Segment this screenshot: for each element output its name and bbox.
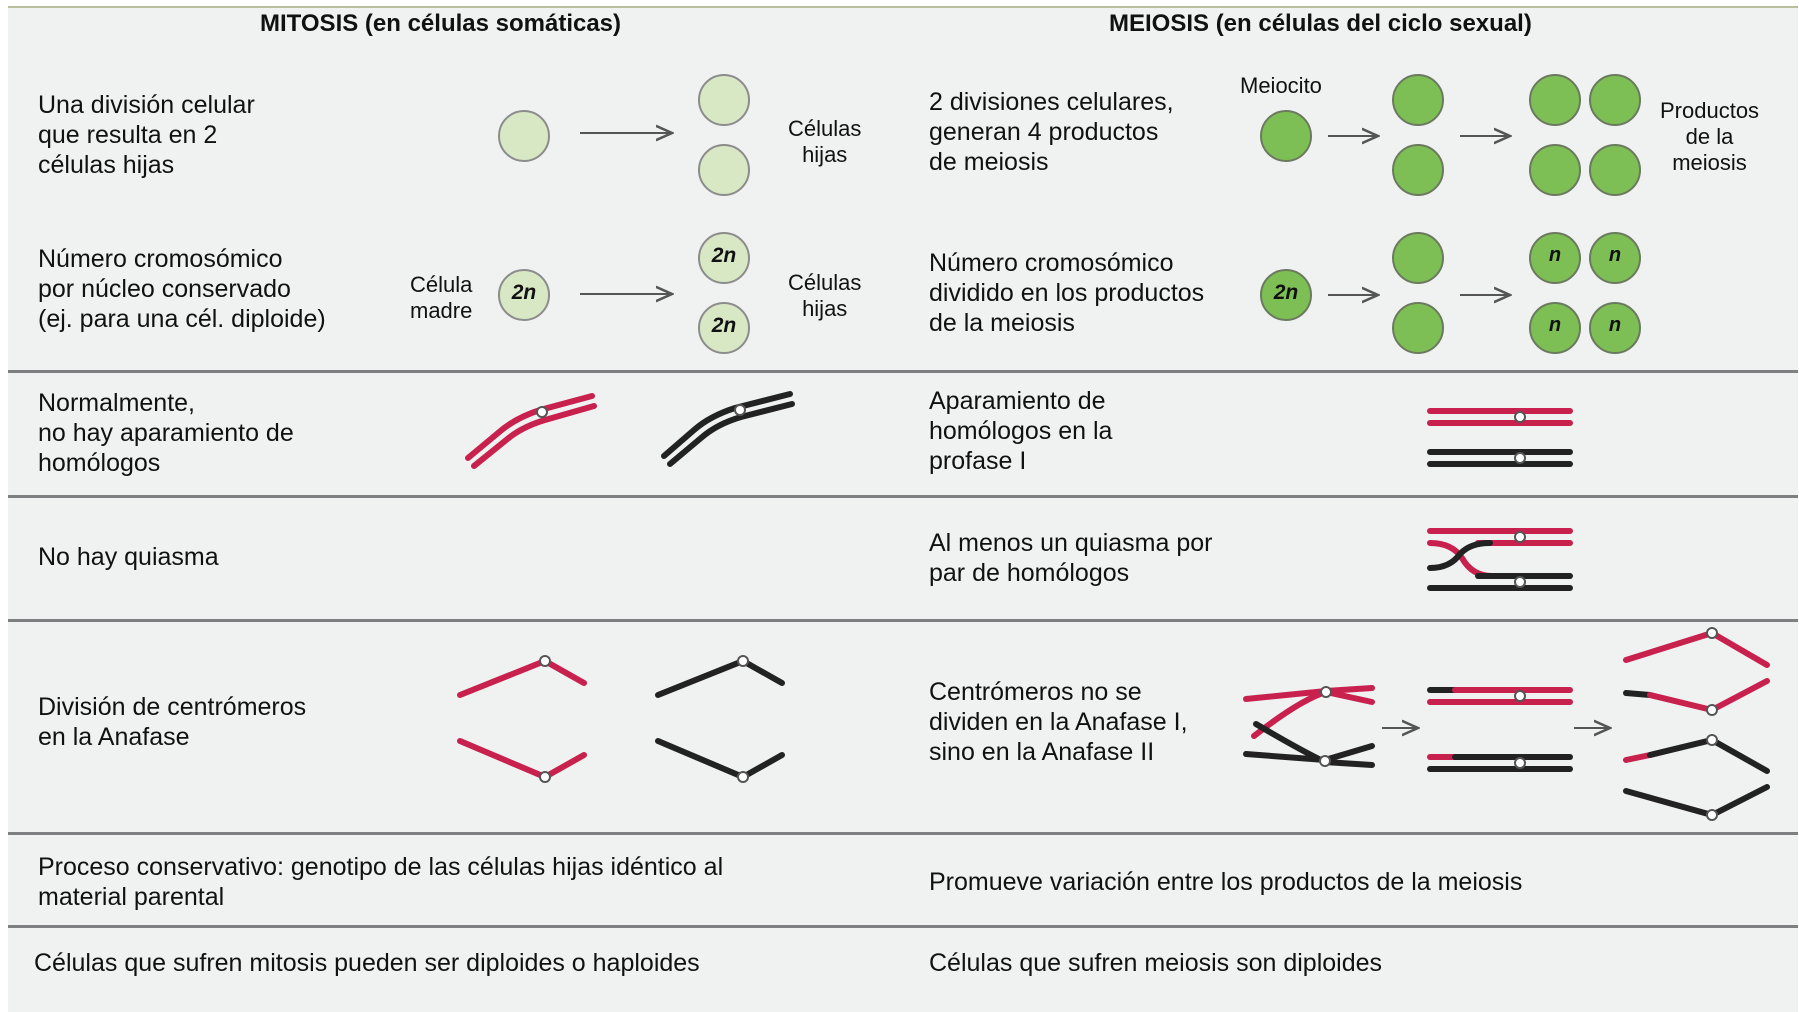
row-divider: [8, 495, 1798, 498]
row-divider: [8, 925, 1798, 928]
meiosis-division-diagram: [1260, 74, 1641, 196]
mitosis-unpaired-black-chromosome: [661, 391, 795, 467]
mitosis-division-diagram: [498, 74, 750, 196]
meiosis-chiasma-text: Al menos un quiasma por par de homólogos: [929, 529, 1213, 587]
row-divider: [8, 832, 1798, 835]
product-cell: [1589, 144, 1641, 196]
daughter-cells-label: Células hijas: [788, 116, 862, 167]
ploidy-label-n: n: [1608, 314, 1622, 336]
mitosis-process-text: Proceso conservativo: genotipo de las cé…: [38, 853, 724, 911]
meiocyte-cell: [1260, 110, 1312, 162]
daughter-cell: [698, 74, 750, 126]
daughter-cell: [698, 144, 750, 196]
mother-cell: [498, 110, 550, 162]
meiosis-anaphase-i-bivalent: [1243, 685, 1375, 768]
intermediate-cell: [1392, 74, 1444, 126]
mother-cell-2n: [498, 269, 550, 321]
comparison-table: [8, 6, 1798, 1012]
meiosis-products-label: Productos de la meiosis: [1660, 98, 1760, 175]
product-cell: [1529, 144, 1581, 196]
product-cell-n: [1589, 232, 1641, 284]
mitosis-centromere-text: División de centrómeros en la Anafase: [38, 693, 307, 751]
meiosis-anaphase-i-products: [1427, 687, 1573, 772]
ploidy-label-2n: 2n: [711, 314, 737, 337]
mitosis-chromosome-number-text: Número cromosómico por núcleo conservado…: [38, 245, 326, 333]
meiosis-header: MEIOSIS (en células del ciclo sexual): [1109, 10, 1532, 37]
mother-cell-label: Célula madre: [410, 272, 473, 323]
meiosis-ploidy-diagram: [1260, 232, 1641, 354]
mitosis-divisions-text: Una división celular que resulta en 2 cé…: [38, 91, 255, 179]
ploidy-label-2n: 2n: [1273, 281, 1299, 304]
intermediate-cell: [1392, 302, 1444, 354]
ploidy-label-n: n: [1548, 314, 1562, 336]
mitosis-header: MITOSIS (en células somáticas): [260, 10, 622, 37]
product-cell: [1529, 74, 1581, 126]
meiocyte-label: Meiocito: [1240, 73, 1322, 98]
ploidy-label-2n: 2n: [711, 244, 737, 267]
row-divider: [8, 619, 1798, 622]
mitosis-ploidy-text: Células que sufren mitosis pueden ser di…: [34, 949, 700, 977]
daughter-cell-2n: [698, 302, 750, 354]
product-cell-n: [1529, 232, 1581, 284]
mitosis-unpaired-red-chromosome: [465, 393, 597, 469]
meiosis-anaphase-ii-products: [1623, 627, 1770, 821]
mitosis-ploidy-diagram: [498, 232, 750, 354]
ploidy-label-n: n: [1548, 244, 1562, 266]
mitosis-pairing-text: Normalmente, no hay aparamiento de homól…: [38, 389, 294, 477]
meiosis-chromosome-number-text: Número cromosómico dividido en los produ…: [929, 249, 1205, 337]
daughter-cell-2n: [698, 232, 750, 284]
meiosis-process-text: Promueve variación entre los productos d…: [929, 868, 1523, 896]
ploidy-label-2n: 2n: [511, 281, 537, 304]
mitosis-anaphase-red: [457, 655, 587, 783]
meiocyte-cell-2n: [1260, 269, 1312, 321]
meiosis-divisions-text: 2 divisiones celulares, generan 4 produc…: [929, 88, 1174, 176]
meiosis-paired-homologs: [1427, 408, 1573, 467]
intermediate-cell: [1392, 144, 1444, 196]
meiosis-pairing-text: Aparamiento de homólogos en la profase I: [929, 387, 1113, 475]
intermediate-cell: [1392, 232, 1444, 284]
mitosis-anaphase-black: [655, 655, 785, 783]
ploidy-label-n: n: [1608, 244, 1622, 266]
product-cell-n: [1589, 302, 1641, 354]
mitosis-chiasma-text: No hay quiasma: [38, 543, 219, 571]
product-cell-n: [1529, 302, 1581, 354]
daughter-cells-label: Células hijas: [788, 270, 862, 321]
meiosis-ploidy-text: Células que sufren meiosis son diploides: [929, 949, 1383, 977]
meiosis-centromere-text: Centrómeros no se dividen en la Anafase …: [929, 678, 1188, 766]
product-cell: [1589, 74, 1641, 126]
row-divider: [8, 370, 1798, 373]
meiosis-chiasma: [1427, 528, 1573, 591]
